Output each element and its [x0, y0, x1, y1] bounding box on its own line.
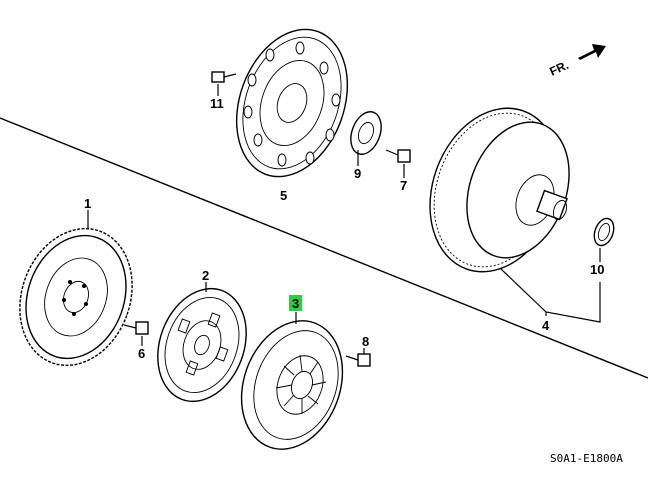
separation-line: [0, 117, 648, 379]
callout-5[interactable]: 5: [280, 188, 287, 203]
bolt-7-icon: [385, 149, 411, 178]
front-direction-label: FR.: [547, 58, 570, 79]
callout-2[interactable]: 2: [202, 268, 209, 283]
diagram-code: S0A1-E1800A: [550, 452, 623, 465]
callout-9[interactable]: 9: [354, 166, 361, 181]
callout-10[interactable]: 10: [590, 262, 604, 277]
callout-6[interactable]: 6: [138, 346, 145, 361]
front-direction-indicator: FR.: [547, 44, 606, 79]
flywheel-icon: [19, 210, 133, 367]
callout-11[interactable]: 11: [210, 96, 224, 111]
callout-1[interactable]: 1: [84, 196, 91, 211]
bolt-8-icon: [345, 348, 371, 367]
front-arrow-icon: [578, 44, 606, 60]
callout-8[interactable]: 8: [362, 334, 369, 349]
washer-9-icon: [350, 111, 382, 166]
callout-7[interactable]: 7: [400, 178, 407, 193]
pressure-plate-icon: [240, 312, 344, 450]
clutch-disc-icon: [157, 282, 247, 403]
callout-4-bracket: [499, 267, 601, 323]
drive-plate-icon: [235, 28, 349, 178]
bolt-11-icon: [211, 71, 237, 96]
callout-3[interactable]: 3: [292, 296, 299, 311]
callout-3-highlighted[interactable]: 3: [289, 295, 302, 311]
bolt-6-icon: [123, 321, 149, 346]
o-ring-10-icon: [593, 217, 615, 262]
torque-converter-icon: [429, 107, 570, 273]
callout-4[interactable]: 4: [542, 318, 550, 333]
